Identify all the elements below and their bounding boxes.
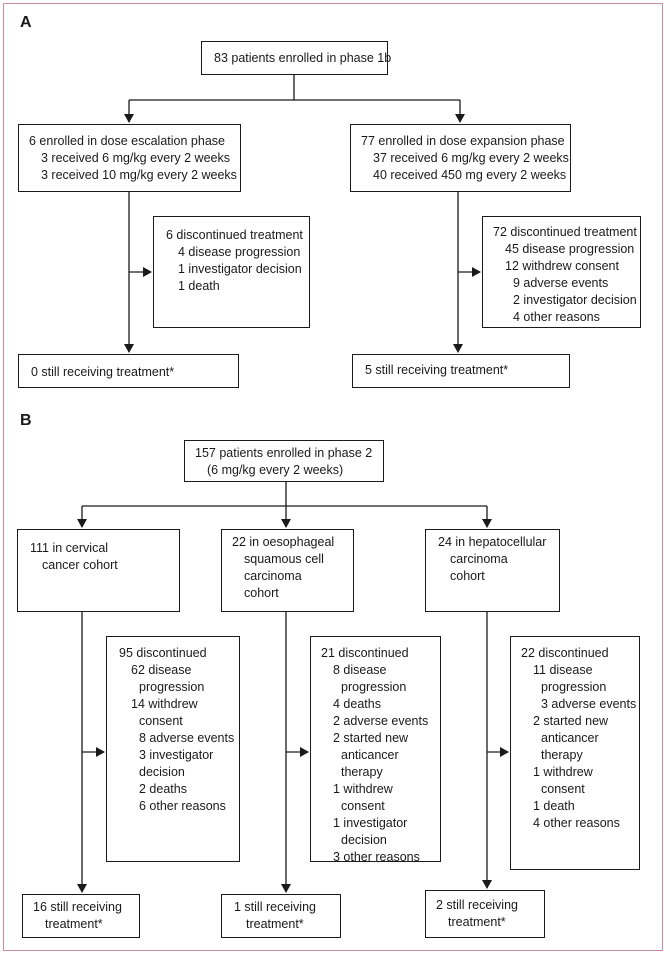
phase2-enrolled-line-1: 157 patients enrolled in phase 2 xyxy=(195,446,373,460)
expansion-discontinued-line-5: 4 other reasons xyxy=(513,310,600,324)
hepatocellular-disc-line: 1 withdrew xyxy=(533,765,593,779)
hepatocellular-cohort-line-1: 24 in hepatocellular xyxy=(438,535,547,549)
cervical-cohort-line-1: 111 in cervical xyxy=(30,541,109,555)
cervical-disc-line: 3 investigator xyxy=(139,748,214,762)
dose-escalation-box: 6 enrolled in dose escalation phase 3 re… xyxy=(18,124,241,192)
oesophageal-disc-line: 4 deaths xyxy=(333,697,381,711)
escalation-discontinued-box: 6 discontinued treatment 4 disease progr… xyxy=(153,216,310,328)
escalation-discontinued-title: 6 discontinued treatment xyxy=(166,228,303,242)
dose-expansion-line-2: 40 received 450 mg every 2 weeks xyxy=(373,168,567,182)
phase2-enrolled-box: 157 patients enrolled in phase 2 (6 mg/k… xyxy=(184,440,384,482)
hepatocellular-disc-line: 4 other reasons xyxy=(533,816,620,830)
hepatocellular-disc-line: anticancer xyxy=(541,731,599,745)
cervical-discontinued-title: 95 discontinued xyxy=(119,646,207,660)
escalation-discontinued-line-3: 1 death xyxy=(178,279,220,293)
cervical-disc-line: 8 adverse events xyxy=(139,731,235,745)
escalation-still-receiving-box: 0 still receiving treatment* xyxy=(18,354,239,388)
oesophageal-disc-line: 3 other reasons xyxy=(333,850,420,864)
oesophageal-cohort-box: 22 in oesophageal squamous cell carcinom… xyxy=(221,529,354,612)
hepatocellular-still-receiving-box: 2 still receiving treatment* xyxy=(425,890,545,938)
cervical-discontinued-box: 95 discontinued 62 disease progression 1… xyxy=(106,636,240,862)
hepatocellular-cohort-line-3: cohort xyxy=(450,569,485,583)
expansion-discontinued-line-3: 9 adverse events xyxy=(513,276,609,290)
oesophageal-disc-line: decision xyxy=(341,833,387,847)
cervical-disc-line: 62 disease xyxy=(131,663,192,677)
expansion-discontinued-line-2: 12 withdrew consent xyxy=(505,259,619,273)
oesophageal-discontinued-title: 21 discontinued xyxy=(321,646,409,660)
oesophageal-cohort-line-1: 22 in oesophageal xyxy=(232,535,335,549)
escalation-discontinued-line-2: 1 investigator decision xyxy=(178,262,302,276)
cervical-still-receiving-box: 16 still receiving treatment* xyxy=(22,894,140,938)
oesophageal-cohort-line-3: carcinoma xyxy=(244,569,302,583)
hepatocellular-still-line-1: 2 still receiving xyxy=(436,898,518,912)
dose-expansion-title: 77 enrolled in dose expansion phase xyxy=(361,134,565,148)
dose-expansion-box: 77 enrolled in dose expansion phase 37 r… xyxy=(350,124,571,192)
hepatocellular-disc-line: 3 adverse events xyxy=(541,697,637,711)
escalation-still-receiving-text: 0 still receiving treatment* xyxy=(31,365,175,379)
figure-frame xyxy=(3,3,663,951)
phase2-enrolled-line-2: (6 mg/kg every 2 weeks) xyxy=(207,463,344,477)
oesophageal-disc-line: therapy xyxy=(341,765,383,779)
cervical-cohort-box: 111 in cervical cancer cohort xyxy=(17,529,180,612)
phase1b-enrolled-text: 83 patients enrolled in phase 1b xyxy=(214,51,392,65)
oesophageal-cohort-line-2: squamous cell xyxy=(244,552,324,566)
panel-a-label: A xyxy=(20,14,32,31)
hepatocellular-discontinued-box: 22 discontinued 11 disease progression 3… xyxy=(510,636,640,870)
oesophageal-disc-line: 2 started new xyxy=(333,731,409,745)
hepatocellular-disc-line: consent xyxy=(541,782,585,796)
cervical-disc-line: 2 deaths xyxy=(139,782,187,796)
hepatocellular-disc-line: 11 disease xyxy=(533,663,593,677)
hepatocellular-cohort-box: 24 in hepatocellular carcinoma cohort xyxy=(425,529,560,612)
cervical-disc-line: consent xyxy=(139,714,183,728)
oesophageal-discontinued-box: 21 discontinued 8 disease progression 4 … xyxy=(310,636,441,864)
hepatocellular-disc-line: 1 death xyxy=(533,799,575,813)
hepatocellular-disc-line: progression xyxy=(541,680,607,694)
oesophageal-still-receiving-box: 1 still receiving treatment* xyxy=(221,894,341,938)
dose-expansion-line-1: 37 received 6 mg/kg every 2 weeks xyxy=(373,151,569,165)
cervical-disc-line: 6 other reasons xyxy=(139,799,226,813)
dose-escalation-line-1: 3 received 6 mg/kg every 2 weeks xyxy=(41,151,230,165)
phase1b-enrolled-box: 83 patients enrolled in phase 1b xyxy=(201,41,392,75)
escalation-discontinued-line-1: 4 disease progression xyxy=(178,245,301,259)
expansion-discontinued-box: 72 discontinued treatment 45 disease pro… xyxy=(482,216,641,328)
dose-escalation-line-2: 3 received 10 mg/kg every 2 weeks xyxy=(41,168,237,182)
expansion-discontinued-line-1: 45 disease progression xyxy=(505,242,635,256)
expansion-discontinued-line-4: 2 investigator decision xyxy=(513,293,637,307)
oesophageal-still-line-2: treatment* xyxy=(246,917,304,931)
dose-escalation-title: 6 enrolled in dose escalation phase xyxy=(29,134,225,148)
oesophageal-disc-line: 2 adverse events xyxy=(333,714,429,728)
oesophageal-disc-line: anticancer xyxy=(341,748,399,762)
hepatocellular-still-line-2: treatment* xyxy=(448,915,506,929)
cervical-disc-line: progression xyxy=(139,680,205,694)
oesophageal-disc-line: progression xyxy=(341,680,407,694)
cervical-disc-line: 14 withdrew xyxy=(131,697,198,711)
cervical-cohort-line-2: cancer cohort xyxy=(42,558,118,572)
oesophageal-still-line-1: 1 still receiving xyxy=(234,900,316,914)
cervical-still-line-2: treatment* xyxy=(45,917,103,931)
oesophageal-disc-line: 1 withdrew xyxy=(333,782,393,796)
oesophageal-disc-line: consent xyxy=(341,799,385,813)
hepatocellular-disc-line: therapy xyxy=(541,748,583,762)
expansion-still-receiving-text: 5 still receiving treatment* xyxy=(365,363,509,377)
panel-b-label: B xyxy=(20,412,32,429)
hepatocellular-discontinued-title: 22 discontinued xyxy=(521,646,609,660)
hepatocellular-disc-line: 2 started new xyxy=(533,714,609,728)
oesophageal-disc-line: 1 investigator xyxy=(333,816,408,830)
expansion-discontinued-title: 72 discontinued treatment xyxy=(493,225,637,239)
hepatocellular-cohort-line-2: carcinoma xyxy=(450,552,508,566)
cervical-still-line-1: 16 still receiving xyxy=(33,900,122,914)
oesophageal-disc-line: 8 disease xyxy=(333,663,387,677)
oesophageal-cohort-line-4: cohort xyxy=(244,586,279,600)
cervical-disc-line: decision xyxy=(139,765,185,779)
expansion-still-receiving-box: 5 still receiving treatment* xyxy=(352,354,570,388)
